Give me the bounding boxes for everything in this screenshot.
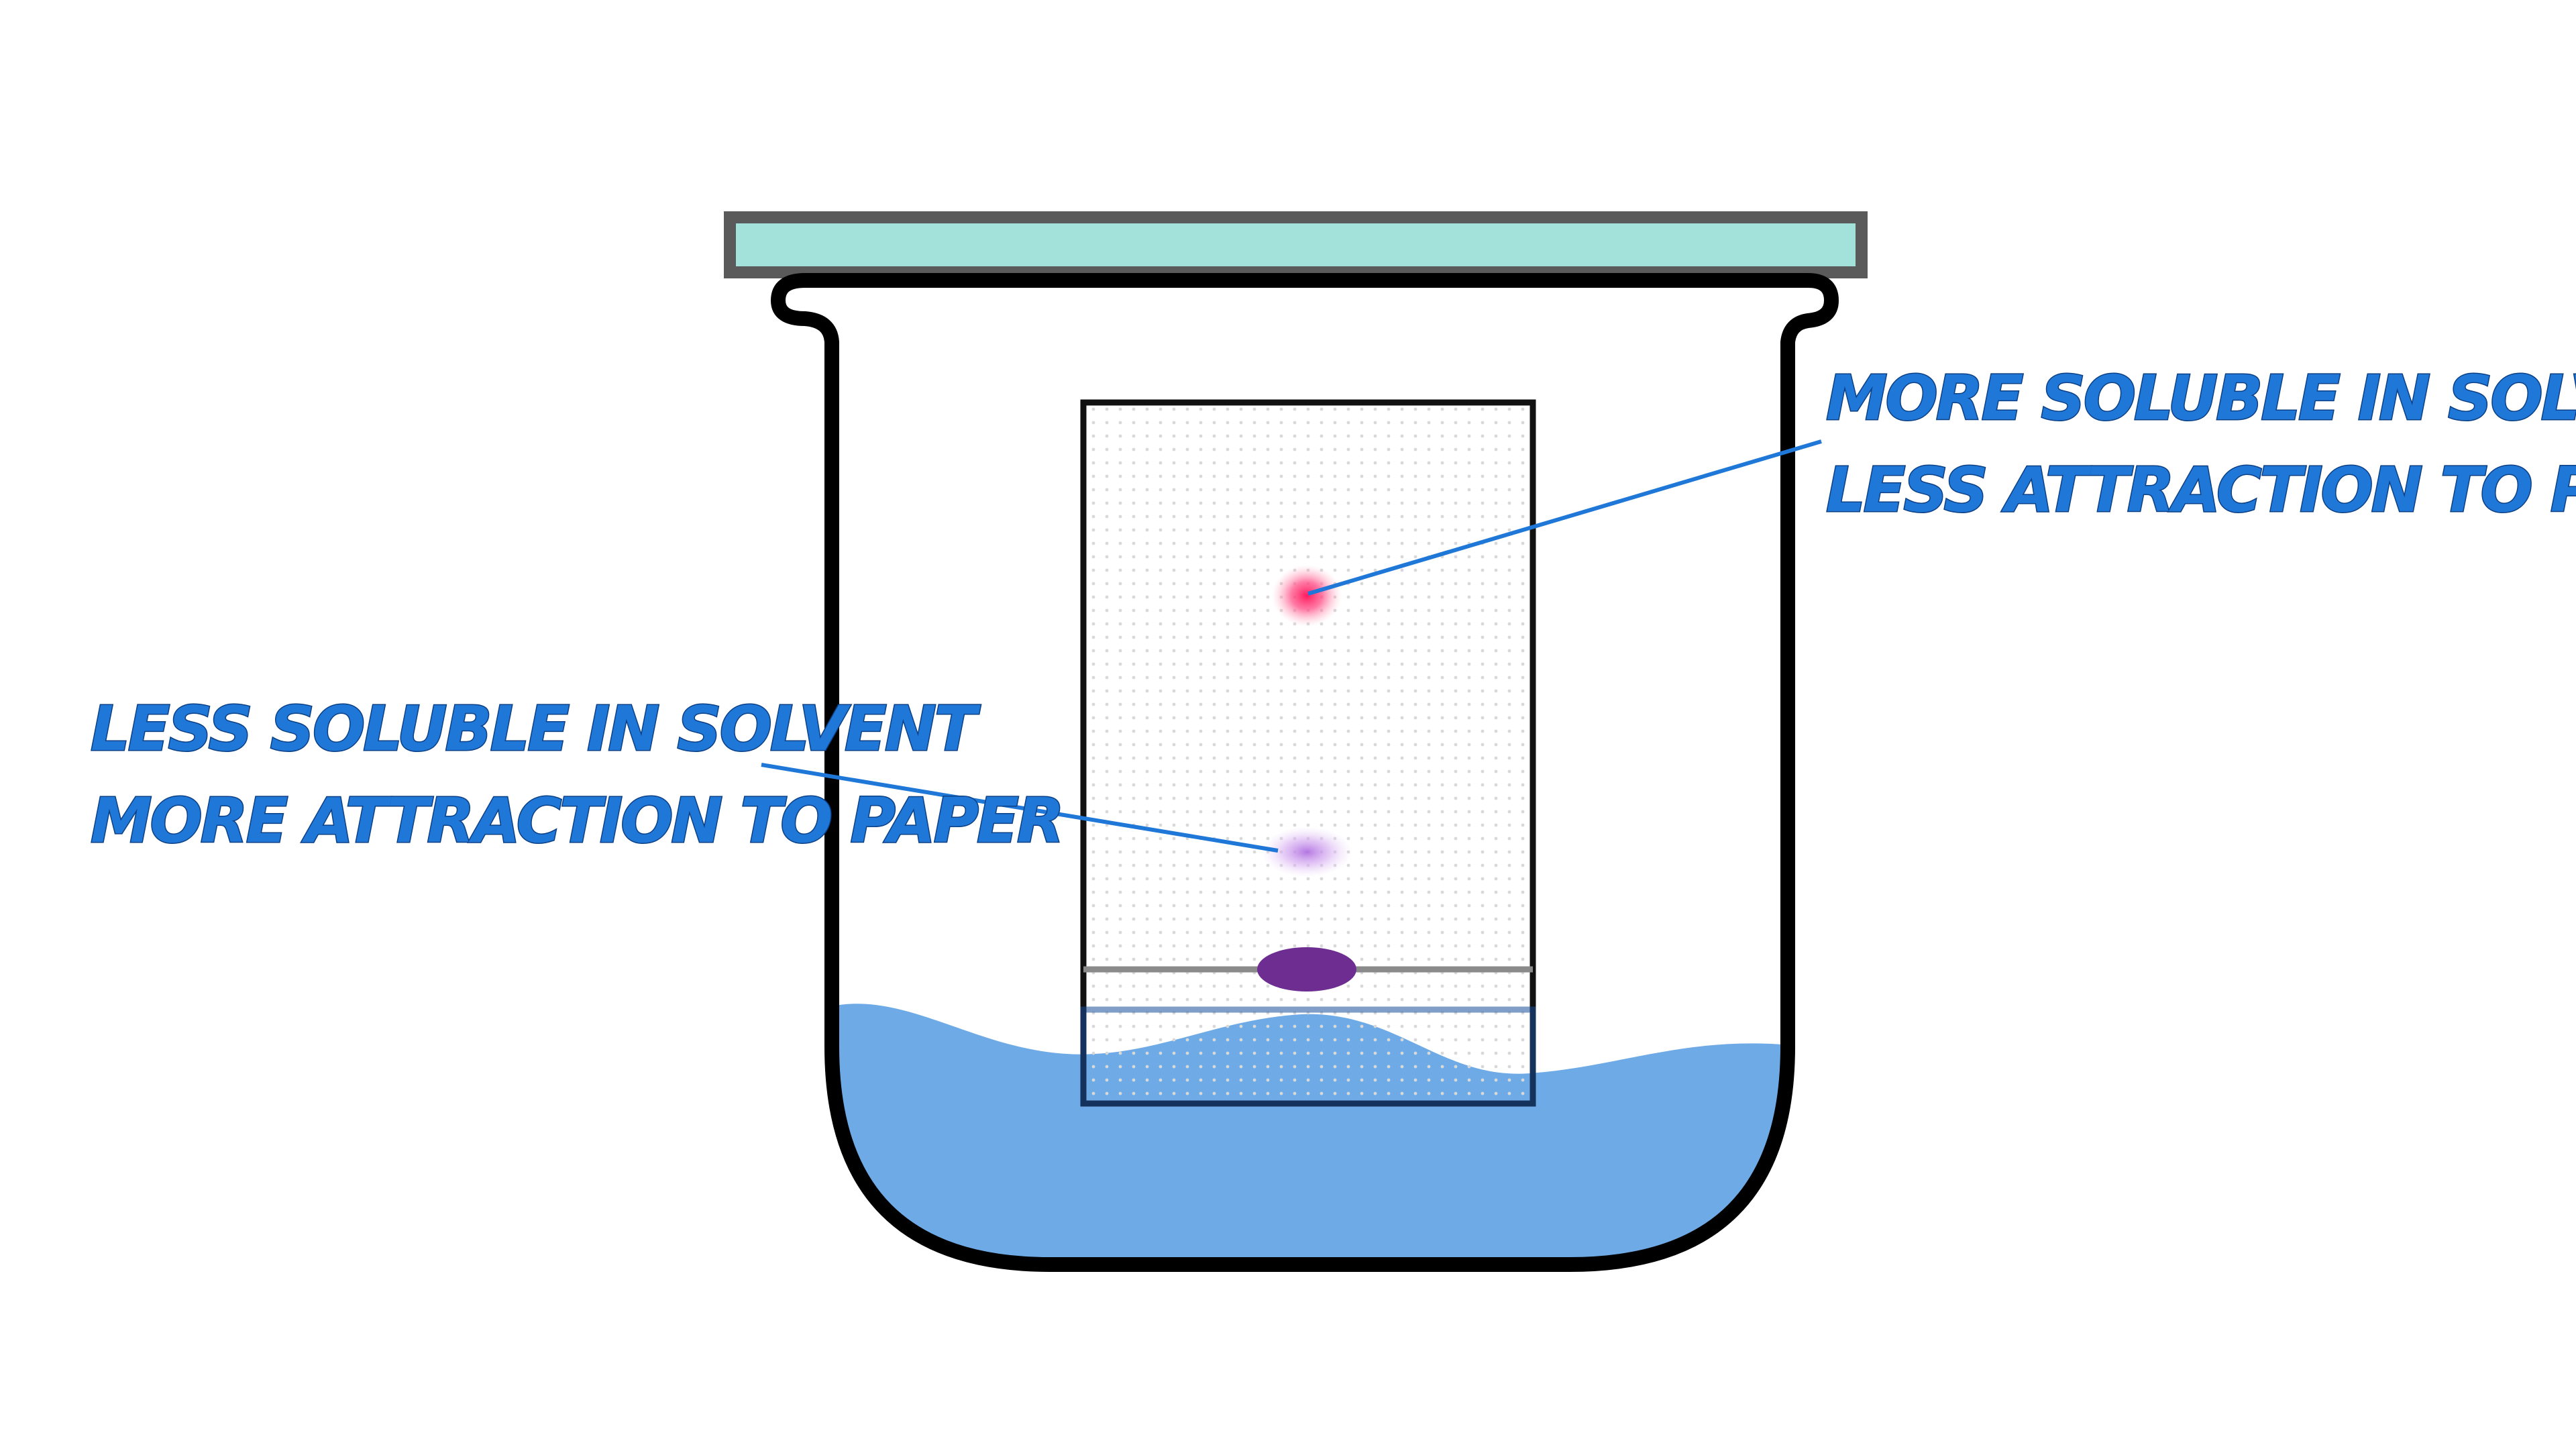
bottom-callout-line-2: more attraction to paper [91,785,1063,857]
top-callout-line-2: less attraction to paper [1826,454,2576,526]
beaker [771,273,1839,1272]
bottom-callout-line-1: less soluble in solvent [91,693,981,765]
pink-spot [1272,565,1342,627]
solvent [832,1004,1788,1265]
sample-spot [1257,947,1356,991]
bottom-callout-leader [761,763,1279,853]
chromatography-paper [1080,399,1536,1107]
bottom-callout: less soluble in solvent more attraction … [90,692,1066,858]
top-callout-line-1: More soluble in solvent [1826,362,2576,434]
top-callout: More soluble in solvent less attraction … [1825,362,2576,527]
top-callout-leader [1307,439,1822,596]
lid [724,211,1868,278]
lilac-spot [1261,826,1352,877]
